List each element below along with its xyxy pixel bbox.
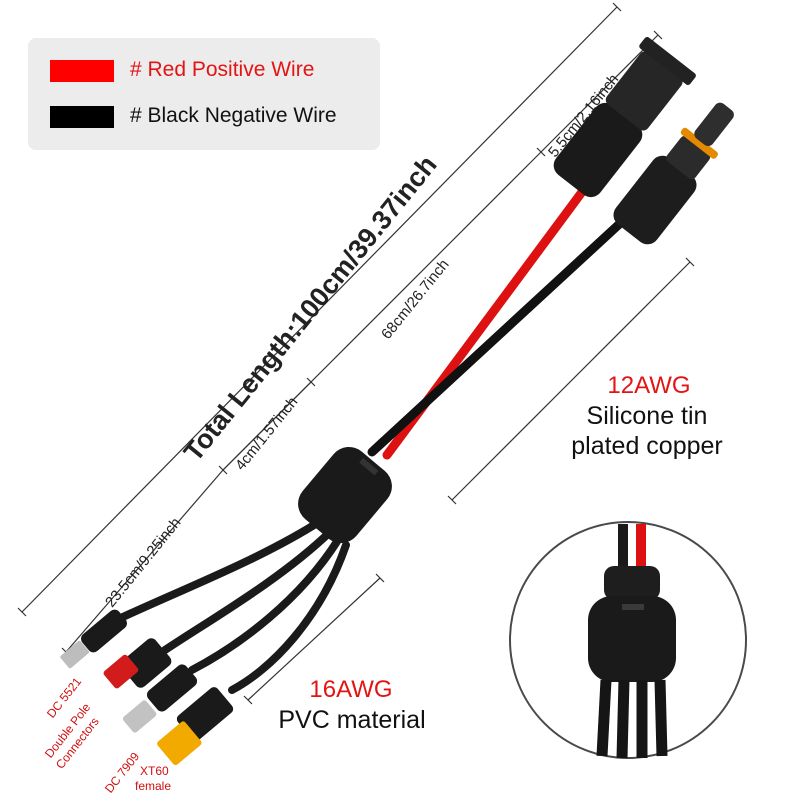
connector-length-tick-top [653, 30, 663, 40]
wire-color-legend: # Red Positive Wire # Black Negative Wir… [28, 38, 380, 150]
zoom-splitter-body [588, 596, 676, 682]
connector-length-dimension-line [540, 34, 659, 153]
branch-wire-callout-tick-bottom [243, 695, 253, 705]
main-wire-callout-tick-bottom [447, 495, 457, 505]
zoom-inset [509, 521, 747, 759]
branch-wire-double-pole [161, 528, 334, 654]
main-wire-material-line1: Silicone tin [586, 402, 708, 430]
xt60-label-line2: female [135, 779, 172, 793]
splitter-length-dimension-line [222, 381, 312, 471]
branch-wire-xt60 [228, 541, 350, 694]
total-length-dimension-line [21, 6, 618, 613]
main-wire-callout-line [451, 261, 691, 501]
red-wire-swatch [50, 60, 114, 82]
dc5521-connector [60, 609, 128, 669]
zoom-neck [604, 566, 660, 600]
dimension-lines [17, 2, 695, 705]
branch-wire-material: PVC material [278, 706, 426, 734]
branch-wire-gauge: 16AWG [309, 676, 393, 703]
branch-wire-dc7909 [188, 536, 342, 674]
total-length-tick-bottom [17, 607, 27, 617]
main-wire-gauge: 12AWG [607, 372, 691, 399]
connector-length-tick-bottom [536, 147, 546, 157]
red-wire-legend-label: # Red Positive Wire [130, 58, 315, 81]
mc4-female-connector [553, 36, 696, 198]
black-wire-swatch [50, 106, 114, 128]
black-wire-legend-label: # Black Negative Wire [130, 104, 337, 127]
main-wire-material-line2: plated copper [571, 432, 723, 460]
mc4-male-connector [613, 102, 734, 245]
branch-wire-callout-line [247, 577, 381, 701]
zoom-branch-wires [596, 679, 668, 759]
splitter-ridge [359, 457, 379, 476]
branch-wire-dc5521 [108, 516, 326, 626]
double-pole-connector [103, 638, 172, 689]
main-length-tick-bottom [306, 377, 316, 387]
branch-wire-callout-tick-top [375, 573, 385, 583]
total-length-tick-top [612, 2, 622, 12]
branch-length-dimension-line [65, 469, 224, 653]
xt60-label-line1: XT60 [140, 764, 169, 778]
branch-wires [108, 516, 350, 694]
main-wire-callout-tick-top [685, 257, 695, 267]
xt60-connector [157, 687, 234, 766]
dc7909-connector [122, 664, 198, 733]
zoom-splitter-ridge [622, 604, 644, 610]
black-main-wire [367, 200, 645, 457]
